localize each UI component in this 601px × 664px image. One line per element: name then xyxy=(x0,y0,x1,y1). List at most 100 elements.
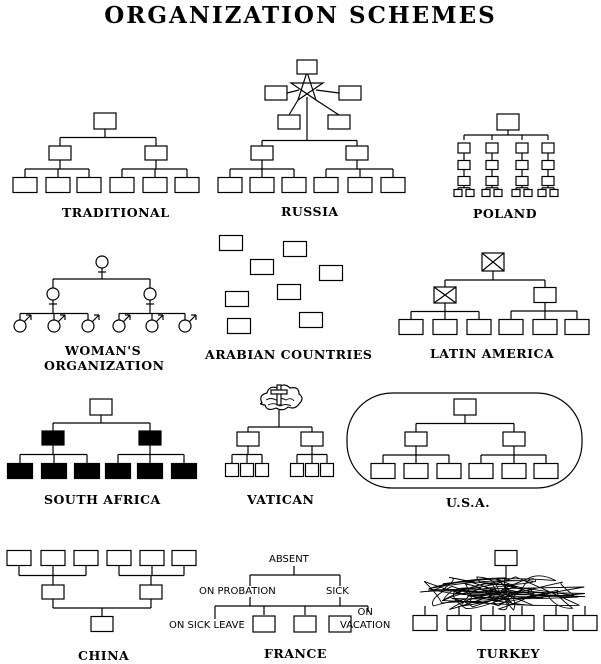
org-box xyxy=(239,462,255,478)
org-box xyxy=(523,188,533,198)
org-box xyxy=(6,462,34,480)
vatican-chart xyxy=(224,384,335,478)
org-box xyxy=(501,462,527,480)
pentagram-shape xyxy=(289,70,325,102)
org-box xyxy=(250,145,274,161)
cross-icon xyxy=(276,384,282,406)
org-box xyxy=(6,549,32,567)
org-box xyxy=(498,318,524,336)
org-box xyxy=(493,188,503,198)
org-box xyxy=(466,318,492,336)
org-box xyxy=(144,145,168,161)
org-box xyxy=(345,145,369,161)
org-box xyxy=(254,462,270,478)
org-box xyxy=(89,398,113,416)
connector-line xyxy=(122,314,131,323)
connector-line xyxy=(286,89,300,94)
org-box xyxy=(338,85,362,101)
org-box xyxy=(453,188,463,198)
org-box xyxy=(318,264,344,282)
org-box xyxy=(485,175,499,187)
org-box xyxy=(453,398,477,416)
org-box xyxy=(73,462,101,480)
label-turkey: TURKEY xyxy=(477,646,540,661)
org-box xyxy=(252,615,276,633)
org-box xyxy=(572,614,598,632)
org-box xyxy=(502,431,526,447)
label-france: FRANCE xyxy=(264,646,327,661)
org-box xyxy=(347,176,373,194)
org-box xyxy=(249,176,275,194)
org-box xyxy=(328,615,352,633)
france-on-vacation-label: ON VACATION xyxy=(340,607,391,631)
org-box xyxy=(468,462,494,480)
south-africa-chart xyxy=(6,398,198,480)
org-box xyxy=(136,462,164,480)
org-box xyxy=(515,175,529,187)
womans-organization-chart xyxy=(13,255,197,333)
org-box xyxy=(170,462,198,480)
latin-america-chart xyxy=(398,252,590,336)
org-box xyxy=(509,614,535,632)
cross-icon xyxy=(270,389,288,395)
org-box xyxy=(236,431,260,447)
org-box xyxy=(48,145,72,161)
org-box xyxy=(533,462,559,480)
org-box xyxy=(541,159,555,171)
org-box xyxy=(264,85,288,101)
label-latin-america: LATIN AMERICA xyxy=(430,346,555,361)
org-box xyxy=(293,615,317,633)
mars-icon xyxy=(81,319,95,333)
label-womans-organization: WOMAN'S ORGANIZATION xyxy=(44,343,165,373)
org-box xyxy=(515,142,529,154)
connector-line xyxy=(315,89,340,94)
org-box xyxy=(171,549,197,567)
org-box xyxy=(480,614,506,632)
tangled-lines xyxy=(419,575,586,611)
org-box xyxy=(40,549,66,567)
org-box xyxy=(90,615,114,633)
org-box xyxy=(533,286,557,304)
org-box xyxy=(142,176,168,194)
usa-chart xyxy=(346,392,583,489)
org-box xyxy=(515,159,529,171)
label-poland: POLAND xyxy=(473,206,538,221)
mars-icon xyxy=(47,319,61,333)
france-absent-label: ABSENT xyxy=(269,554,309,565)
org-box xyxy=(218,234,244,252)
france-chart xyxy=(214,566,369,633)
org-box xyxy=(412,614,438,632)
connector-line xyxy=(23,314,32,323)
org-box xyxy=(549,188,559,198)
label-vatican: VATICAN xyxy=(247,492,315,507)
org-box xyxy=(404,431,428,447)
org-box xyxy=(537,188,547,198)
org-box xyxy=(40,462,68,480)
org-box xyxy=(276,283,302,301)
venus-icon xyxy=(143,287,157,301)
org-box xyxy=(281,176,307,194)
org-box xyxy=(139,549,165,567)
label-usa: U.S.A. xyxy=(446,495,491,510)
org-box xyxy=(304,462,320,478)
org-box xyxy=(224,462,240,478)
france-on-sick-leave-label: ON SICK LEAVE xyxy=(169,620,245,631)
label-russia: RUSSIA xyxy=(281,204,339,219)
org-box xyxy=(485,159,499,171)
org-box xyxy=(249,258,275,276)
connector-line xyxy=(481,252,505,272)
org-box xyxy=(457,159,471,171)
org-box xyxy=(296,59,318,75)
org-box xyxy=(226,317,252,335)
org-box xyxy=(93,112,117,130)
org-box xyxy=(432,318,458,336)
org-box xyxy=(76,176,102,194)
mars-icon xyxy=(145,319,159,333)
venus-icon xyxy=(95,255,109,269)
poland-chart xyxy=(453,113,559,198)
mars-icon xyxy=(178,319,192,333)
org-box xyxy=(436,462,462,480)
label-south-africa: SOUTH AFRICA xyxy=(44,492,161,507)
org-box xyxy=(398,318,424,336)
org-box xyxy=(380,176,406,194)
